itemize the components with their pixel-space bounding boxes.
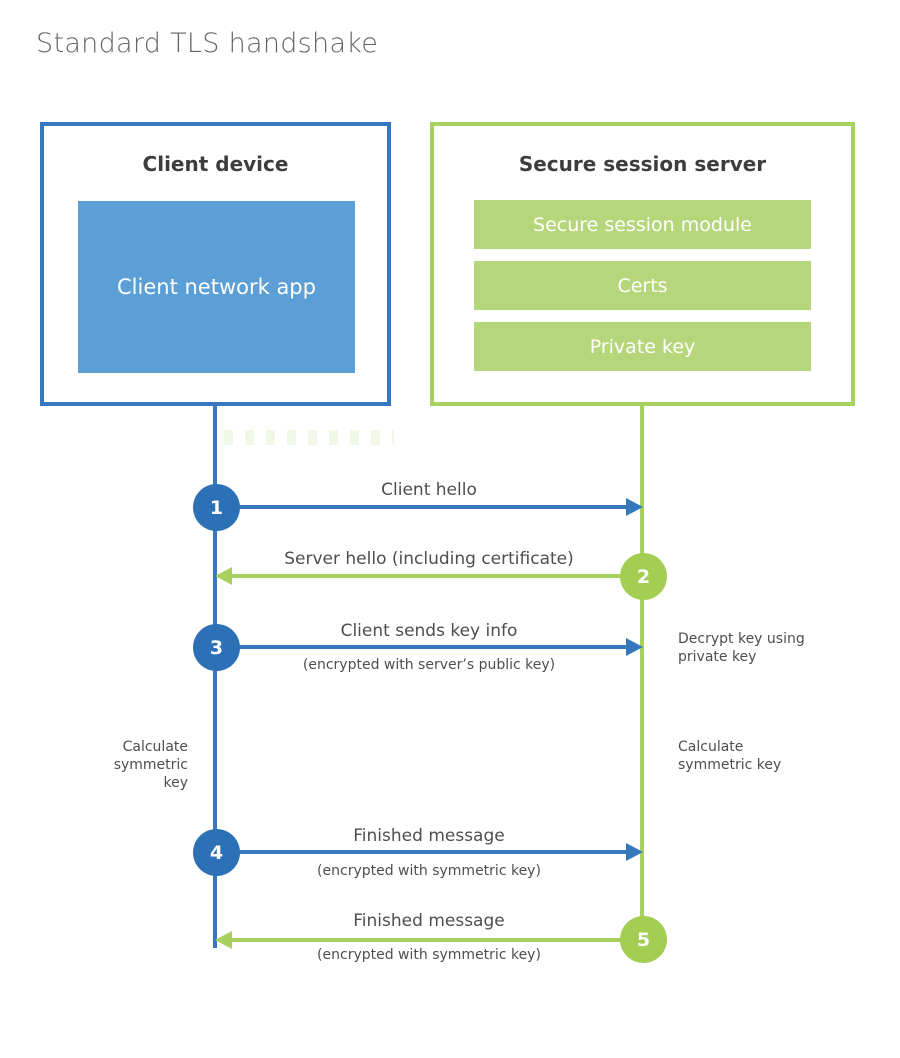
step-circle-5: 5: [620, 916, 667, 963]
server-module-label: Private key: [589, 335, 696, 358]
server-module-label: Secure session module: [533, 213, 752, 236]
note-decrypt-key: Decrypt key using private key: [678, 631, 805, 665]
message-3-arrow-line: [216, 645, 626, 649]
server-module-label: Certs: [617, 274, 668, 297]
client-network-app-box: Client network app: [78, 201, 355, 373]
client-lifeline: [213, 403, 217, 948]
client-device-box: Client device Client network app: [40, 122, 391, 406]
message-5-arrow-line: [231, 938, 620, 942]
message-4-sublabel: (encrypted with symmetric key): [317, 863, 541, 879]
message-1-arrowhead-right-icon: [626, 498, 643, 516]
page-title: Standard TLS handshake: [36, 28, 379, 59]
server-title: Secure session server: [518, 152, 767, 176]
message-3-sublabel: (encrypted with server’s public key): [302, 657, 556, 673]
note-calculate-symmetric-key-server: Calculate symmetric key: [678, 739, 782, 773]
server-module-certs: Certs: [474, 261, 811, 310]
message-1-label: Client hello: [381, 480, 477, 500]
client-device-title: Client device: [142, 152, 289, 176]
message-4-arrow-line: [216, 850, 626, 854]
message-3-arrowhead-right-icon: [626, 638, 643, 656]
message-2-label: Server hello (including certificate): [284, 549, 574, 569]
step-circle-3: 3: [193, 624, 240, 671]
server-module-secure-session: Secure session module: [474, 200, 811, 249]
message-1-arrow-line: [216, 505, 626, 509]
message-2-arrowhead-left-icon: [215, 567, 232, 585]
message-3-label: Client sends key info: [340, 621, 518, 641]
message-4-label: Finished message: [353, 826, 505, 846]
step-circle-1: 1: [193, 484, 240, 531]
message-5-label: Finished message: [353, 911, 505, 931]
note-calculate-symmetric-key-client: Calculate symmetric key: [113, 739, 188, 791]
client-network-app-label: Client network app: [117, 274, 316, 299]
server-module-private-key: Private key: [474, 322, 811, 371]
secure-session-server-box: Secure session server Secure session mod…: [430, 122, 855, 406]
step-circle-2: 2: [620, 553, 667, 600]
message-2-arrow-line: [231, 574, 620, 578]
server-lifeline: [640, 403, 644, 938]
message-5-arrowhead-left-icon: [215, 931, 232, 949]
message-5-sublabel: (encrypted with symmetric key): [317, 947, 541, 963]
message-4-arrowhead-right-icon: [626, 843, 643, 861]
step-circle-4: 4: [193, 829, 240, 876]
faint-dash-artifact: [224, 430, 394, 445]
